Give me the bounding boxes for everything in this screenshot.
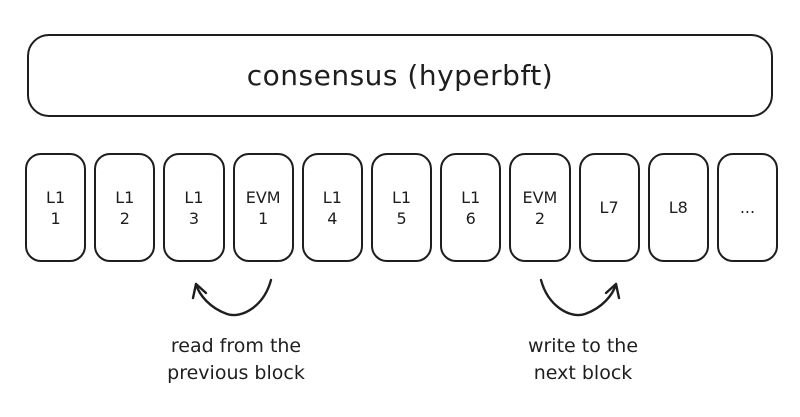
block-number: 3 [188, 208, 200, 228]
caption-line: next block [533, 362, 633, 384]
block-l1-3: L1 3 [163, 153, 225, 262]
block-label: L1 [184, 187, 204, 207]
block-l1-1: L1 1 [25, 153, 87, 262]
block-evm-2: EVM 2 [509, 153, 571, 262]
block-l1-2: L1 2 [94, 153, 156, 262]
curved-arrow-up-left-icon [191, 278, 273, 317]
block-number: 4 [327, 208, 338, 228]
block-label: L1 [461, 187, 481, 207]
block-number: 1 [258, 208, 269, 228]
block-l8: L8 [647, 153, 709, 262]
block-l1-4: L1 4 [301, 153, 363, 262]
block-number: 6 [465, 208, 476, 228]
caption-line: write to the [527, 335, 639, 357]
block-label: L1 [322, 187, 342, 207]
block-l1-5: L1 5 [370, 153, 433, 262]
caption-read-from-previous-block: read from the previous block [126, 333, 346, 387]
consensus-label: consensus (hyperbft) [246, 59, 554, 92]
caption-line: previous block [167, 362, 305, 384]
block-l7: L7 [578, 153, 640, 262]
block-label: L1 [115, 187, 135, 207]
block-evm-1: EVM 1 [232, 153, 294, 262]
block-label: ... [739, 198, 756, 217]
caption-line: read from the [170, 335, 302, 357]
block-number: 2 [534, 208, 545, 228]
block-label: EVM [522, 187, 558, 207]
caption-write-to-next-block: write to the next block [473, 333, 693, 387]
block-ellipsis: ... [716, 153, 779, 262]
block-label: L7 [599, 198, 619, 217]
block-number: 2 [119, 208, 130, 228]
curved-arrow-up-right-icon [539, 278, 621, 317]
block-label: EVM [245, 187, 281, 207]
block-label: L8 [668, 198, 688, 217]
block-label: L1 [391, 187, 412, 207]
block-number: 1 [50, 208, 61, 228]
consensus-box: consensus (hyperbft) [27, 34, 773, 117]
block-number: 5 [396, 208, 407, 228]
block-row: L1 1 L1 2 L1 3 EVM 1 L1 4 L1 5 L1 6 EVM … [25, 153, 779, 262]
block-l1-6: L1 6 [440, 153, 502, 262]
block-label: L1 [46, 187, 66, 207]
